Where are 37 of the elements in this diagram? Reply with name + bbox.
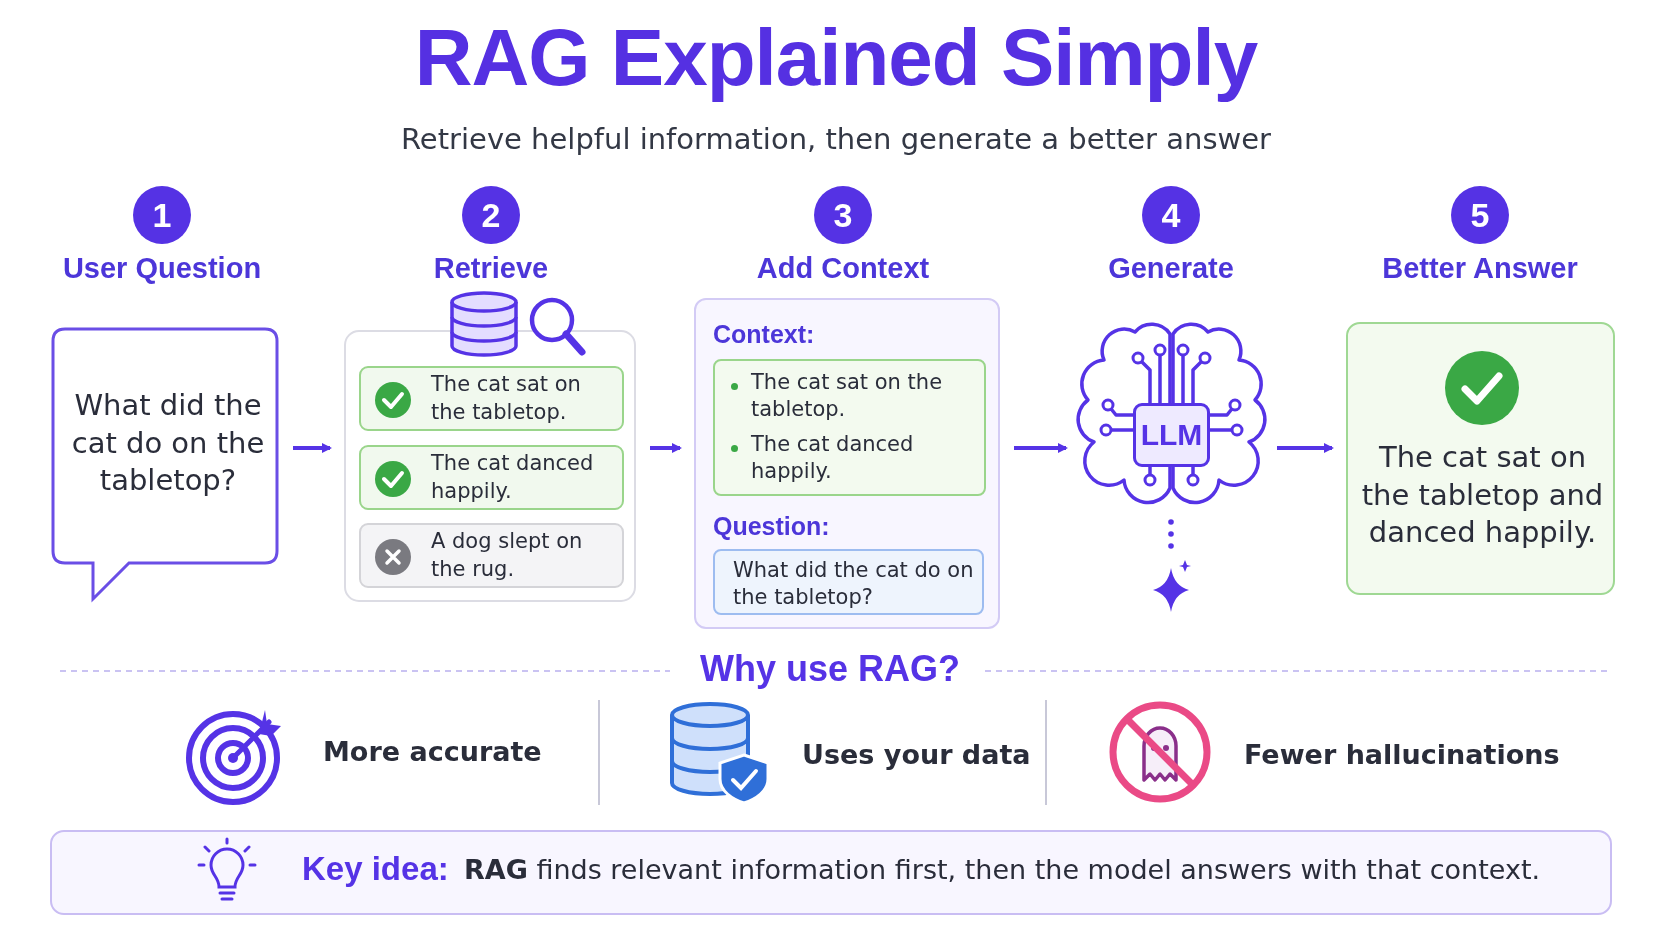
step-title: Better Answer <box>1381 252 1579 285</box>
chunk-text: A dog slept on the rug. <box>431 528 584 583</box>
question-text: What did the cat do on the tabletop? <box>70 387 266 500</box>
key-idea-banner <box>50 830 1612 915</box>
benefit-text: Uses your data <box>802 739 1031 770</box>
rejected-chunk <box>359 523 624 588</box>
section-heading: Why use RAG? <box>700 648 960 690</box>
benefit-text: More accurate <box>323 736 542 767</box>
step-number: 5 <box>1451 186 1509 244</box>
bullet-text: The cat sat on the tabletop. <box>751 369 944 424</box>
title: RAG Explained Simply <box>413 12 1259 104</box>
benefit-text: Fewer hallucinations <box>1244 739 1560 770</box>
retrieved-chunk <box>359 366 624 431</box>
step-title: User Question <box>61 252 263 285</box>
key-idea-heading: Key idea: <box>302 850 449 888</box>
section-heading: Context: <box>713 320 815 349</box>
answer-text: The cat sat on the tabletop and danced happily. <box>1360 439 1605 552</box>
question-box <box>713 549 984 615</box>
answer-box <box>1346 322 1615 595</box>
key-idea-text: RAG finds relevant information first, then the model answers with that context. <box>464 854 1541 885</box>
chunk-text: The cat sat on the tabletop. <box>431 371 582 426</box>
step-number: 3 <box>814 186 872 244</box>
section-heading: Question: <box>713 512 830 541</box>
step-title: Retrieve <box>432 252 550 285</box>
chunk-text: The cat danced happily. <box>431 450 595 505</box>
step-number: 1 <box>133 186 191 244</box>
context-box <box>713 359 986 496</box>
step-number: 4 <box>1142 186 1200 244</box>
context-panel <box>694 298 1000 629</box>
bullet-text: The cat danced happily. <box>751 431 915 486</box>
step-title: Add Context <box>755 252 931 285</box>
question-text: What did the cat do on the tabletop? <box>733 557 974 612</box>
step-title: Generate <box>1107 252 1235 285</box>
subtitle: Retrieve helpful information, then generate a better answer <box>400 122 1272 156</box>
step-number: 2 <box>462 186 520 244</box>
retrieved-chunk <box>359 445 624 510</box>
speech-bubble <box>51 327 279 601</box>
